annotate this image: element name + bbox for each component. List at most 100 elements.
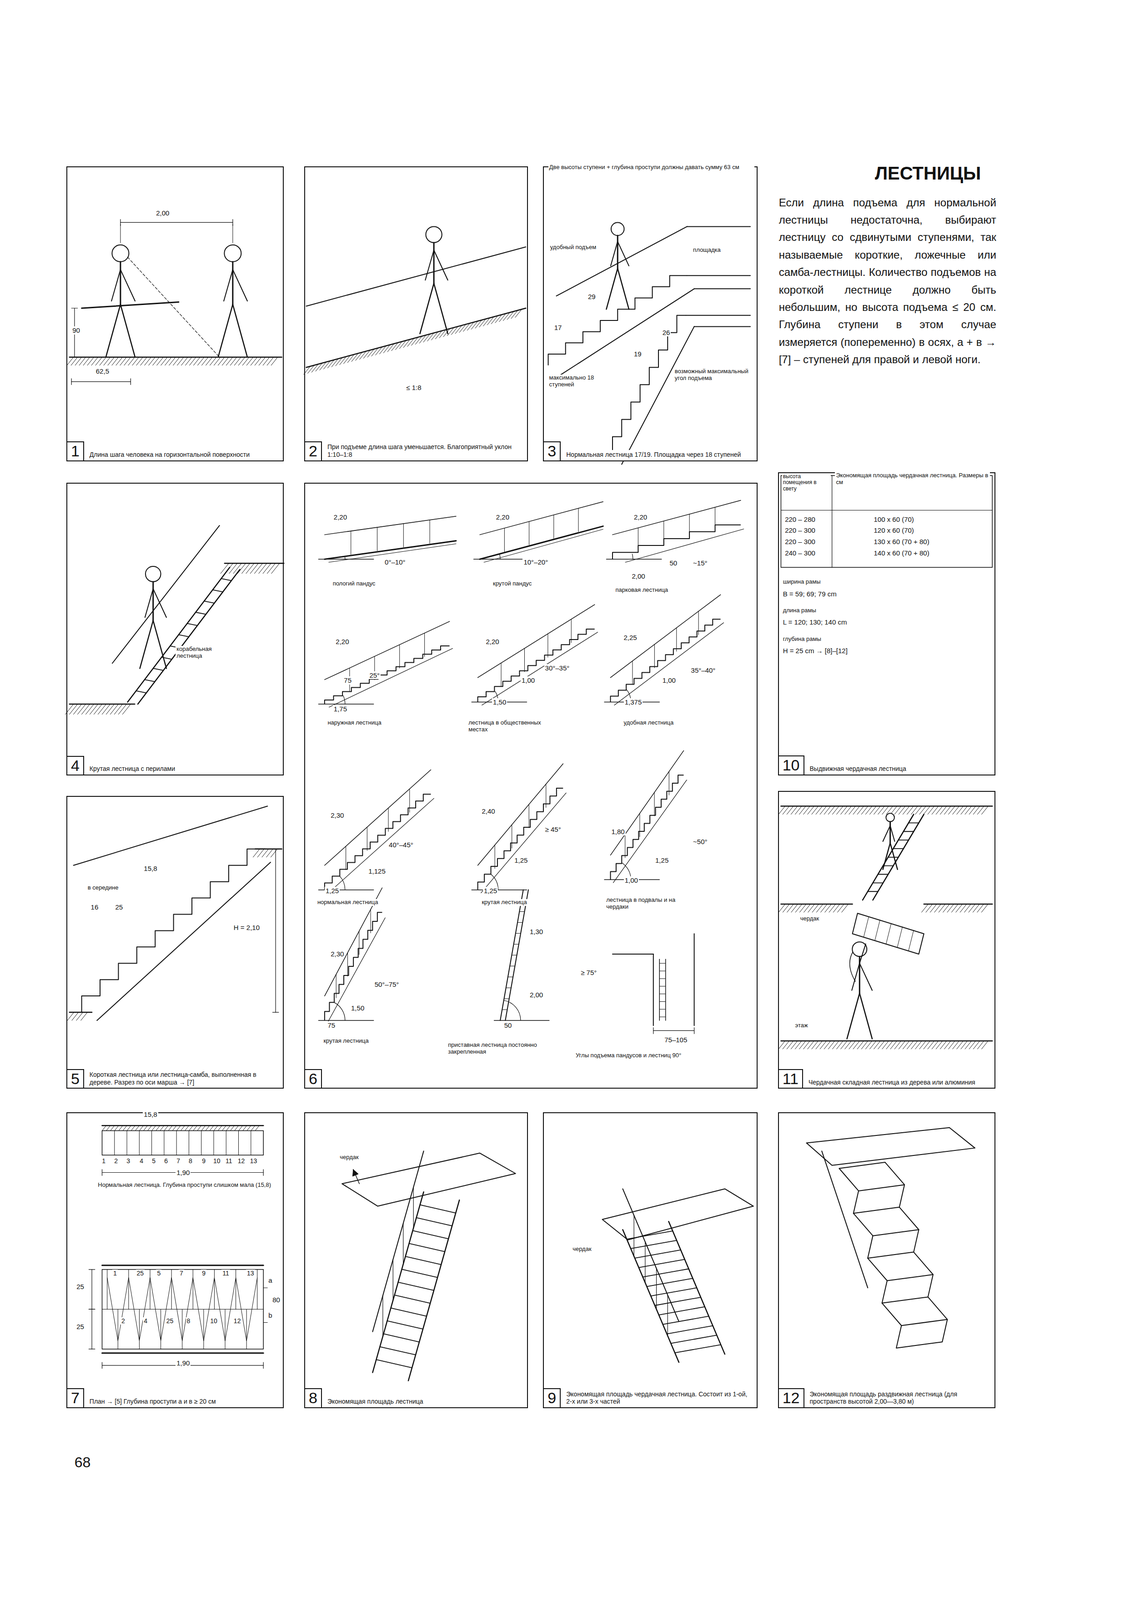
line <box>435 331 442 340</box>
line <box>358 931 360 955</box>
line <box>556 226 688 297</box>
line <box>791 1041 798 1050</box>
line <box>255 1125 260 1131</box>
line <box>232 269 248 302</box>
figure-label: 75 <box>342 676 353 685</box>
line <box>890 825 895 842</box>
line <box>91 1270 92 1311</box>
line <box>101 1362 103 1369</box>
line <box>903 806 910 815</box>
line <box>371 348 378 357</box>
figure-number: 6 <box>305 1069 322 1089</box>
line <box>242 357 249 366</box>
line <box>841 904 849 913</box>
line <box>324 541 457 560</box>
line <box>176 1125 181 1131</box>
line <box>977 1041 985 1050</box>
figure-label: 6 <box>163 1157 169 1166</box>
line <box>471 889 527 891</box>
line <box>220 563 229 574</box>
line <box>169 357 176 366</box>
line <box>501 663 502 688</box>
person-head <box>111 245 129 262</box>
line <box>630 1240 677 1250</box>
line <box>379 346 387 355</box>
figure-label: 10 <box>212 1157 222 1166</box>
line <box>823 806 831 815</box>
line <box>266 357 274 366</box>
line <box>851 963 860 991</box>
figure-label: 1,25 <box>324 887 340 895</box>
line <box>517 922 523 924</box>
figure-label: 220 – 280 <box>783 515 817 524</box>
line <box>964 1041 972 1050</box>
line <box>553 515 554 539</box>
line <box>455 325 462 334</box>
line <box>189 357 196 366</box>
line <box>482 632 598 706</box>
line <box>193 1125 198 1131</box>
line <box>547 633 548 658</box>
line <box>693 934 695 1026</box>
figure-label: 0°–10° <box>383 558 407 567</box>
line <box>494 1020 550 1022</box>
line <box>654 644 655 669</box>
line <box>491 316 498 325</box>
line <box>952 806 960 815</box>
line <box>272 1012 279 1013</box>
line <box>275 849 277 1013</box>
figure-label: 220 – 300 <box>783 526 817 535</box>
line <box>503 312 510 321</box>
figure-label: 1,30 <box>528 928 544 936</box>
line <box>670 1335 717 1344</box>
figure-label: 220 – 300 <box>783 537 817 546</box>
figure-label: пологий пандус <box>331 580 377 588</box>
line <box>431 331 438 341</box>
line <box>407 338 414 347</box>
line <box>463 323 470 332</box>
line <box>120 222 233 223</box>
line <box>882 806 889 815</box>
line <box>90 704 99 715</box>
line <box>225 1130 227 1156</box>
angle-arc <box>344 556 346 560</box>
line <box>160 357 168 366</box>
line <box>780 510 993 511</box>
figure-label: 1,00 <box>520 676 536 685</box>
line <box>799 904 807 913</box>
line <box>71 307 78 309</box>
figure-label: 2,20 <box>632 513 648 522</box>
line <box>612 500 741 536</box>
line <box>795 1041 802 1050</box>
line <box>409 1244 446 1253</box>
line <box>872 814 924 901</box>
line <box>481 793 567 894</box>
line <box>419 283 434 334</box>
line <box>867 891 878 893</box>
line <box>120 304 136 358</box>
line <box>306 308 527 368</box>
figure-label: 40°–45° <box>387 841 415 849</box>
line <box>403 339 410 348</box>
line <box>459 324 466 333</box>
line <box>237 563 246 574</box>
figure-caption: Короткая лестница или лестница-самба, вы… <box>88 1070 281 1089</box>
figure-label: 5 <box>150 1157 157 1166</box>
line <box>306 246 527 307</box>
figure-label: 25° <box>368 671 381 680</box>
line <box>246 1125 252 1131</box>
outline <box>602 1189 754 1241</box>
figure-label: 12 <box>232 1317 242 1326</box>
line <box>689 514 690 538</box>
line <box>102 1352 264 1355</box>
figure-label: 1,25 <box>513 856 529 865</box>
line <box>897 927 903 948</box>
line <box>693 1028 695 1035</box>
line <box>610 750 684 856</box>
line <box>382 1295 383 1337</box>
line <box>115 357 123 366</box>
line <box>225 1125 231 1131</box>
figure-label: 17 <box>553 323 563 332</box>
line <box>853 1041 860 1050</box>
scissor-frame <box>838 1169 902 1349</box>
